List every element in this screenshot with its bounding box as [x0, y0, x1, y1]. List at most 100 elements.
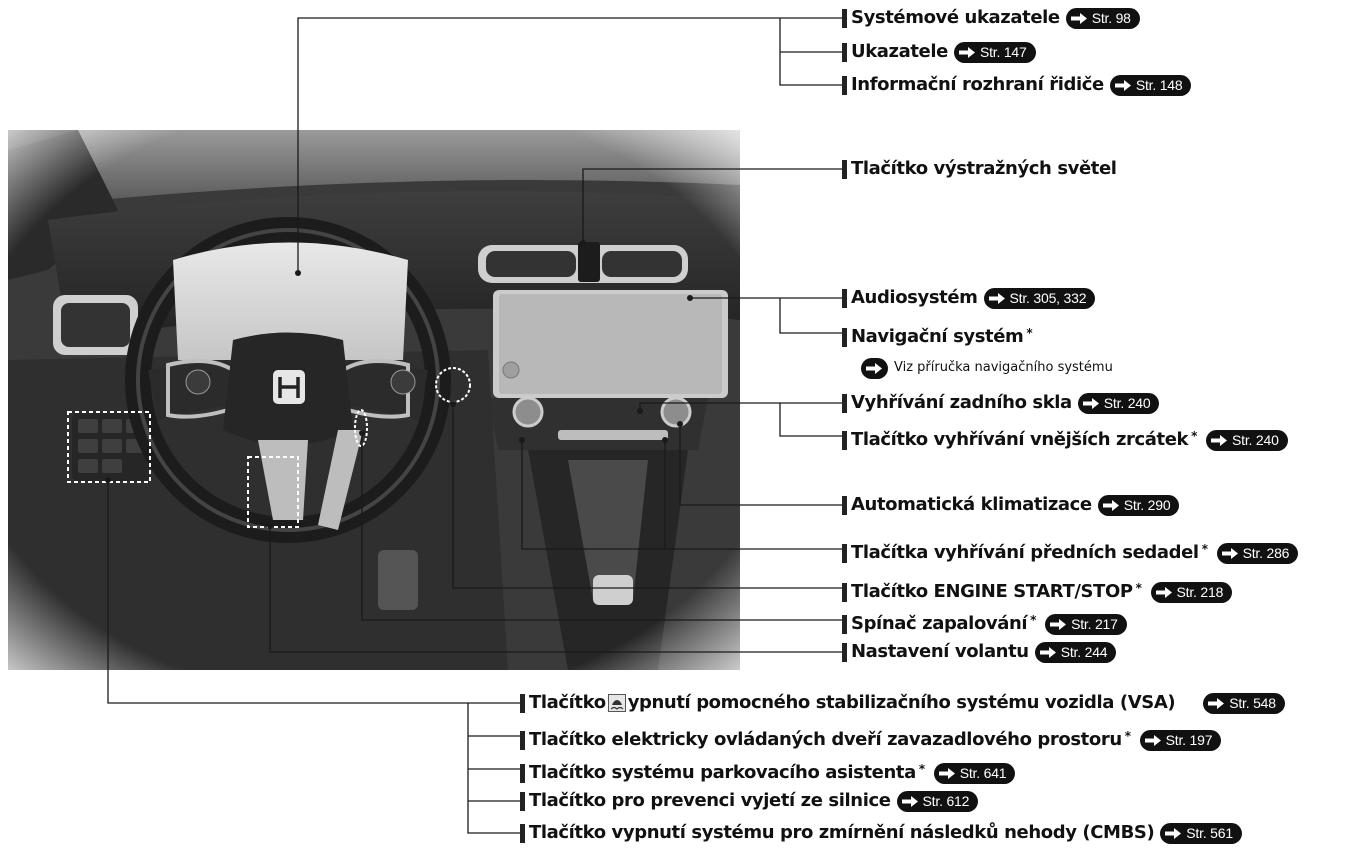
- label-text: Tlačítko elektricky ovládaných dveří zav…: [529, 729, 1122, 751]
- page-reference-button[interactable]: Str. 197: [1140, 730, 1222, 751]
- label-driver-info: Informační rozhraní řidiče Str. 148: [842, 74, 1191, 96]
- right-arrow-icon: [1210, 434, 1228, 447]
- page-reference: Str. 98: [1092, 7, 1131, 29]
- page-reference-button[interactable]: Str. 217: [1045, 614, 1127, 635]
- page-reference-button[interactable]: Str. 561: [1160, 823, 1242, 844]
- label-bar: [842, 160, 847, 179]
- right-arrow-icon: [1039, 646, 1057, 659]
- page-reference-button[interactable]: Str. 548: [1203, 693, 1285, 714]
- page-reference-button[interactable]: Str. 240: [1078, 393, 1160, 414]
- label-engine-start: Tlačítko ENGINE START/STOP * Str. 218: [842, 577, 1232, 607]
- footnote-star: *: [1026, 322, 1032, 344]
- vsa-off-icon: [608, 694, 626, 712]
- right-arrow-icon: [1164, 827, 1182, 840]
- page-reference-button[interactable]: Str. 612: [897, 791, 979, 812]
- page-reference-button[interactable]: Str. 641: [934, 763, 1016, 784]
- page-reference-button[interactable]: Str. 148: [1110, 75, 1192, 96]
- dashboard-illustration: [8, 130, 740, 670]
- label-audio: Audiosystém Str. 305, 332: [842, 287, 1095, 309]
- label-bar: [520, 792, 525, 811]
- page-reference: Str. 218: [1177, 581, 1224, 603]
- page-reference: Str. 240: [1232, 429, 1279, 451]
- page-reference-button[interactable]: Str. 218: [1151, 582, 1233, 603]
- label-vsa: Tlačítko ypnutí pomocného stabilizačního…: [520, 692, 1285, 714]
- page-reference-button[interactable]: Str. 147: [954, 42, 1036, 63]
- page-reference-button[interactable]: [861, 358, 888, 379]
- label-cmbs: Tlačítko vypnutí systému pro zmírnění ná…: [520, 822, 1242, 844]
- label-parking-sensor: Tlačítko systému parkovacího asistenta *…: [520, 758, 1015, 788]
- page-reference: Str. 290: [1124, 494, 1171, 516]
- right-arrow-icon: [1144, 734, 1162, 747]
- label-bar: [520, 764, 525, 783]
- label-text: Systémové ukazatele: [851, 7, 1060, 29]
- label-text: Tlačítko výstražných světel: [851, 158, 1117, 180]
- footnote-star: *: [1202, 538, 1208, 560]
- label-mirror-heat: Tlačítko vyhřívání vnějších zrcátek * St…: [842, 425, 1288, 455]
- label-text: Tlačítko ENGINE START/STOP: [851, 581, 1133, 603]
- right-arrow-icon: [938, 767, 956, 780]
- label-text: Viz příručka navigačního systému: [894, 357, 1113, 379]
- label-text: Spínač zapalování: [851, 613, 1027, 635]
- right-arrow-icon: [988, 292, 1006, 305]
- label-navigation-note: Viz příručka navigačního systému: [855, 357, 1113, 379]
- right-arrow-icon: [865, 362, 883, 375]
- label-climate: Automatická klimatizace Str. 290: [842, 494, 1179, 516]
- page-reference-button[interactable]: Str. 240: [1206, 430, 1288, 451]
- page-reference: Str. 305, 332: [1010, 287, 1087, 309]
- label-bar: [520, 731, 525, 750]
- page-reference: Str. 244: [1061, 641, 1108, 663]
- label-bar: [842, 496, 847, 515]
- label-text: Navigační systém: [851, 326, 1023, 348]
- page-reference-button[interactable]: Str. 290: [1098, 495, 1180, 516]
- page-reference-button[interactable]: Str. 98: [1066, 8, 1140, 29]
- label-text: Nastavení volantu: [851, 641, 1029, 663]
- label-road-departure: Tlačítko pro prevenci vyjetí ze silnice …: [520, 790, 978, 812]
- label-system-indicators: Systémové ukazatele Str. 98: [842, 7, 1140, 29]
- page-reference-button[interactable]: Str. 286: [1217, 543, 1299, 564]
- right-arrow-icon: [1082, 397, 1100, 410]
- page-reference-button[interactable]: Str. 244: [1035, 642, 1117, 663]
- right-arrow-icon: [1221, 547, 1239, 560]
- label-bar: [520, 694, 525, 713]
- label-text: Audiosystém: [851, 287, 978, 309]
- label-bar: [842, 394, 847, 413]
- label-text: Ukazatele: [851, 41, 948, 63]
- label-power-tailgate: Tlačítko elektricky ovládaných dveří zav…: [520, 725, 1221, 755]
- page-reference: Str. 561: [1186, 822, 1233, 844]
- label-text: Tlačítko pro prevenci vyjetí ze silnice: [529, 790, 891, 812]
- footnote-star: *: [1030, 609, 1036, 631]
- label-ignition: Spínač zapalování * Str. 217: [842, 609, 1127, 639]
- label-bar: [842, 9, 847, 28]
- right-arrow-icon: [1207, 697, 1225, 710]
- label-text: Tlačítko: [529, 692, 606, 714]
- page-reference: Str. 612: [923, 790, 970, 812]
- label-bar: [520, 824, 525, 843]
- right-arrow-icon: [1102, 499, 1120, 512]
- label-text: Automatická klimatizace: [851, 494, 1092, 516]
- label-navigation: Navigační systém *: [842, 322, 1035, 352]
- label-bar: [842, 615, 847, 634]
- label-text: Informační rozhraní řidiče: [851, 74, 1104, 96]
- footnote-star: *: [919, 758, 925, 780]
- page-reference: Str. 641: [960, 762, 1007, 784]
- label-text: Tlačítko vypnutí systému pro zmírnění ná…: [529, 822, 1154, 844]
- label-bar: [842, 328, 847, 347]
- label-text: ypnutí pomocného stabilizačního systému …: [628, 692, 1176, 714]
- footnote-star: *: [1136, 577, 1142, 599]
- label-bar: [842, 583, 847, 602]
- footnote-star: *: [1191, 425, 1197, 447]
- label-rear-defrost: Vyhřívání zadního skla Str. 240: [842, 392, 1159, 414]
- footnote-star: *: [1125, 725, 1131, 747]
- label-steering-adjust: Nastavení volantu Str. 244: [842, 641, 1116, 663]
- page-reference: Str. 147: [980, 41, 1027, 63]
- right-arrow-icon: [1070, 12, 1088, 25]
- page-reference: Str. 286: [1243, 542, 1290, 564]
- page-reference: Str. 240: [1104, 392, 1151, 414]
- right-arrow-icon: [958, 46, 976, 59]
- right-arrow-icon: [901, 795, 919, 808]
- page-reference: Str. 217: [1071, 613, 1118, 635]
- label-hazard: Tlačítko výstražných světel: [842, 158, 1117, 180]
- label-seat-heat: Tlačítka vyhřívání předních sedadel * St…: [842, 538, 1298, 568]
- page-reference-button[interactable]: Str. 305, 332: [984, 288, 1096, 309]
- label-bar: [842, 289, 847, 308]
